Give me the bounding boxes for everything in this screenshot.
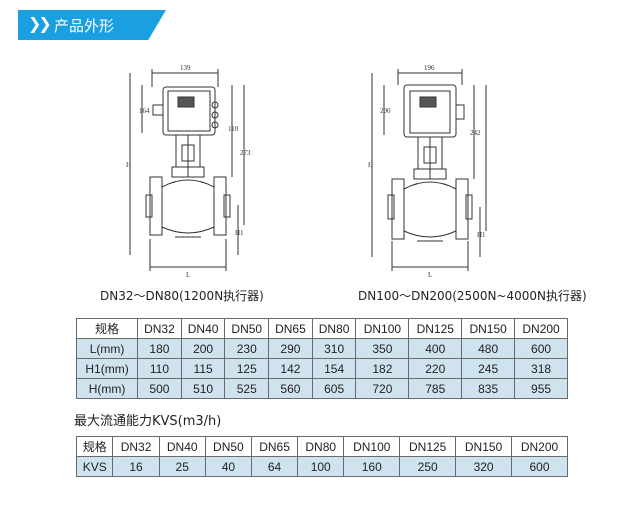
column-header: DN65 — [268, 318, 313, 339]
column-header: DN40 — [180, 318, 226, 339]
right-dim-top: 196 — [424, 64, 435, 72]
column-header: DN100 — [355, 318, 410, 339]
left-dim-top: 139 — [180, 64, 191, 72]
table-cell: 25 — [158, 456, 206, 477]
column-header: DN80 — [311, 318, 357, 339]
column-header: DN200 — [514, 318, 568, 339]
table-cell: 350 — [355, 338, 410, 359]
table-cell: 100 — [297, 456, 345, 477]
left-dim-l: L — [186, 271, 190, 279]
left-dim-total: 273 — [240, 149, 251, 157]
column-header: DN200 — [511, 436, 568, 457]
table-cell: 142 — [268, 358, 313, 379]
table-cell: 785 — [408, 378, 463, 399]
table-cell: 180 — [137, 338, 182, 359]
right-dim-actuator: 290 — [380, 107, 391, 115]
right-dim-h1: H1 — [477, 231, 486, 239]
table-cell: 510 — [180, 378, 226, 399]
table-cell: 600 — [511, 456, 568, 477]
valve-drawings: 139 164 110 273 H H1 L 196 290 242 H H1 … — [126, 64, 487, 279]
column-header: DN50 — [224, 318, 270, 339]
column-header: DN80 — [297, 436, 345, 457]
chevron-right-icon: ❯❯ — [28, 16, 52, 33]
row-label: H1(mm) — [75, 358, 139, 379]
table-cell: 154 — [311, 358, 357, 379]
table-cell: 115 — [180, 358, 226, 379]
table-cell: 16 — [112, 456, 160, 477]
header-label-cell: 规格 — [75, 436, 114, 457]
table-cell: 40 — [204, 456, 252, 477]
table-cell: 110 — [137, 358, 182, 379]
table-cell: 560 — [268, 378, 313, 399]
left-dim-actuator: 164 — [139, 107, 150, 115]
table-cell: 64 — [250, 456, 299, 477]
left-dim-h: H — [126, 161, 131, 169]
column-header: DN125 — [408, 318, 463, 339]
column-header: DN40 — [158, 436, 206, 457]
table-cell: 245 — [461, 358, 516, 379]
table-cell: 955 — [514, 378, 568, 399]
table-cell: 605 — [311, 378, 357, 399]
table-cell: 720 — [355, 378, 410, 399]
table-cell: 182 — [355, 358, 410, 379]
column-header: DN100 — [343, 436, 401, 457]
row-label: H(mm) — [75, 378, 139, 399]
table-cell: 250 — [399, 456, 457, 477]
column-header: DN150 — [455, 436, 513, 457]
table-cell: 230 — [224, 338, 270, 359]
table-cell: 480 — [461, 338, 516, 359]
section-title: 产品外形 — [54, 17, 115, 35]
left-dim-body: 110 — [228, 125, 239, 133]
column-header: DN50 — [204, 436, 252, 457]
table-cell: 220 — [408, 358, 463, 379]
right-dim-l: L — [428, 271, 432, 279]
column-header: DN125 — [399, 436, 457, 457]
table-cell: 525 — [224, 378, 270, 399]
table-cell: 200 — [180, 338, 226, 359]
section-header-bar — [18, 10, 166, 40]
column-header: DN32 — [137, 318, 182, 339]
right-dim-body: 242 — [470, 129, 481, 137]
left-valve-drawing — [129, 69, 245, 271]
column-header: DN65 — [250, 436, 299, 457]
row-label: KVS — [75, 456, 114, 477]
table-cell: 600 — [514, 338, 568, 359]
table-cell: 310 — [311, 338, 357, 359]
left-dim-h1: H1 — [235, 229, 244, 237]
table-cell: 125 — [224, 358, 270, 379]
row-label: L(mm) — [75, 338, 139, 359]
right-drawing-caption: DN100～DN200(2500N~4000N执行器) — [358, 289, 587, 303]
column-header: DN150 — [461, 318, 516, 339]
column-header: DN32 — [112, 436, 160, 457]
table-cell: 320 — [455, 456, 513, 477]
kvs-title: 最大流通能力KVS(m3/h) — [74, 414, 222, 429]
table-cell: 318 — [514, 358, 568, 379]
table-cell: 500 — [137, 378, 182, 399]
table-cell: 835 — [461, 378, 516, 399]
table-cell: 400 — [408, 338, 463, 359]
right-valve-drawing — [371, 69, 487, 271]
table-cell: 290 — [268, 338, 313, 359]
right-dim-h: H — [368, 161, 373, 169]
table-cell: 160 — [343, 456, 401, 477]
left-drawing-caption: DN32～DN80(1200N执行器) — [100, 289, 264, 303]
header-label-cell: 规格 — [75, 318, 139, 339]
